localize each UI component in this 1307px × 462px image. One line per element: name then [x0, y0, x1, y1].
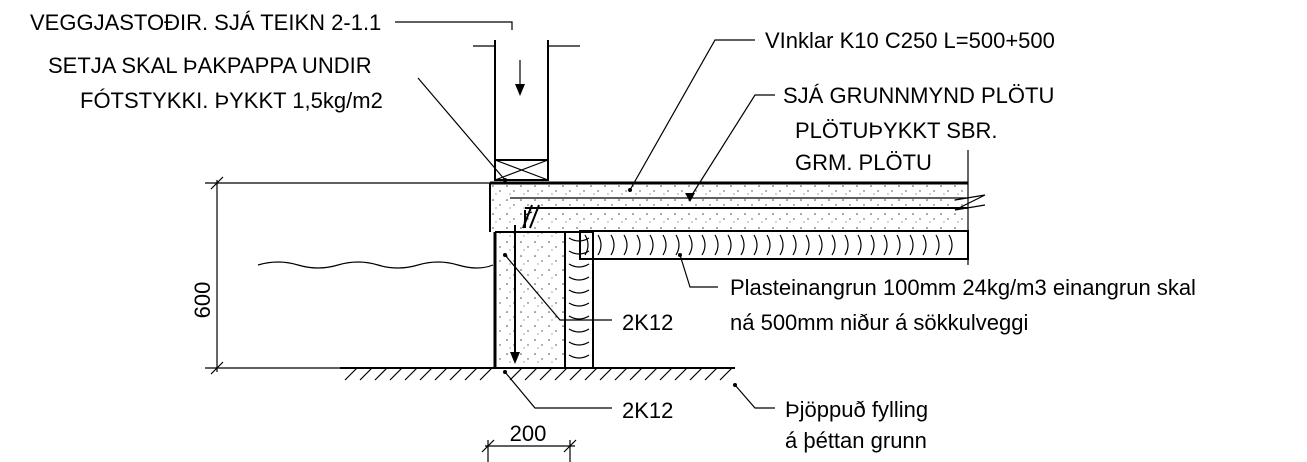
label-insulation-line2: ná 500mm niður á sökkulveggi [730, 310, 1028, 335]
label-fill-line1: Þjöppuð fylling [785, 397, 928, 422]
wall-stud [473, 40, 580, 181]
label-rebar-upper: 2K12 [622, 310, 673, 335]
label-plan-ref: SJÁ GRUNNMYND PLÖTU [783, 83, 1054, 108]
label-felt-line1: SETJA SKAL ÞAKPAPPA UNDIR [48, 53, 372, 78]
width-dimension: 200 [481, 421, 577, 462]
label-fill-line2: á þéttan grunn [785, 428, 927, 453]
label-slab-thickness-line1: PLÖTUÞYKKT SBR. [795, 118, 998, 143]
width-dimension-value: 200 [510, 421, 547, 446]
height-dimension: 600 [190, 176, 490, 375]
leader-lines [395, 21, 775, 409]
wall-insulation [564, 231, 594, 369]
label-wall-supports: VEGGJASTOÐIR. SJÁ TEIKN 2-1.1 [30, 10, 381, 35]
label-felt-line2: FÓTSTYKKI. ÞYKKT 1,5kg/m2 [80, 88, 383, 113]
label-insulation-line1: Plasteinangrun 100mm 24kg/m3 einangrun s… [730, 275, 1196, 300]
label-angles: VInklar K10 C250 L=500+500 [765, 28, 1055, 53]
height-dimension-value: 600 [190, 282, 215, 319]
floor-slab [489, 150, 986, 265]
slab-insulation [579, 230, 969, 260]
label-slab-thickness-line2: GRM. PLÖTU [795, 150, 932, 175]
ground-line [257, 261, 735, 381]
label-rebar-lower: 2K12 [622, 398, 673, 423]
